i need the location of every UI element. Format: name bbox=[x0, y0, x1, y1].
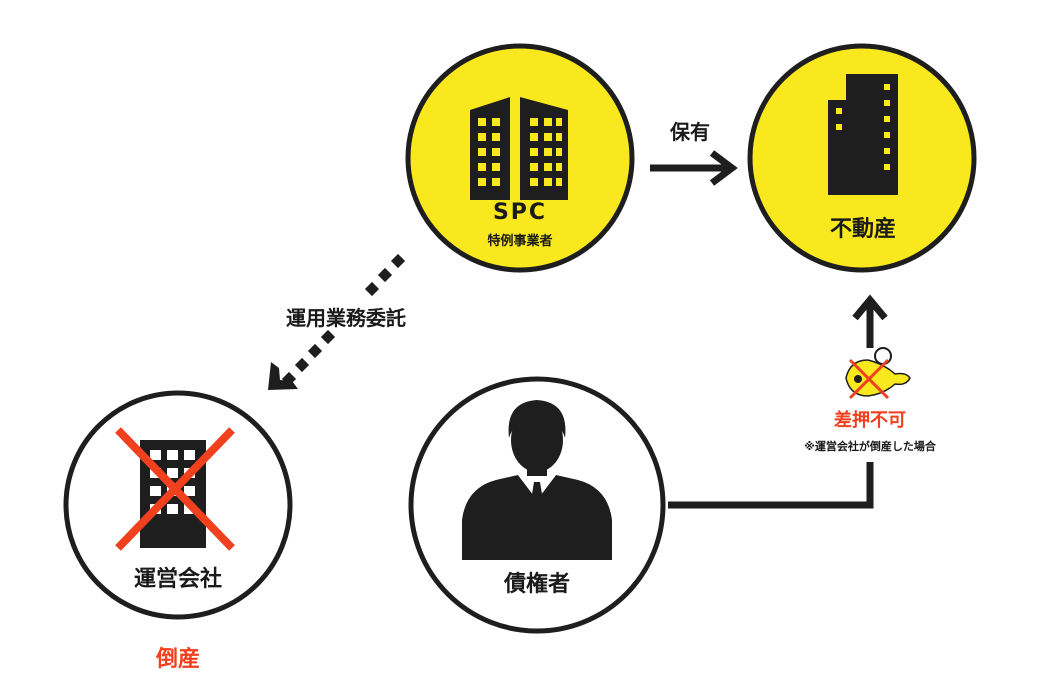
crossed-building-icon bbox=[115, 427, 235, 551]
office-towers-icon bbox=[470, 97, 568, 200]
creditor-node bbox=[408, 376, 666, 634]
edge-spc-to-property bbox=[650, 150, 738, 186]
cross-line-b bbox=[115, 427, 235, 551]
dotted-shaft-lower bbox=[281, 329, 336, 387]
dotted-shaft-upper bbox=[364, 253, 406, 297]
edge-label-delegation: 運用業務委託 bbox=[286, 306, 406, 330]
arrow-head bbox=[852, 294, 888, 321]
operator-label: 運営会社 bbox=[133, 567, 223, 592]
operator-status: 倒産 bbox=[155, 647, 201, 672]
operator-node bbox=[63, 390, 293, 620]
creditor-label: 債権者 bbox=[503, 572, 571, 597]
spc-title: SPC bbox=[492, 200, 548, 225]
edge-label-no-seizure: 差押不可 bbox=[834, 410, 906, 431]
property-label: 不動産 bbox=[829, 217, 897, 242]
arrow-head bbox=[709, 150, 738, 186]
spc-node bbox=[405, 43, 635, 273]
edge-label-hold: 保有 bbox=[670, 120, 710, 144]
businessman-icon bbox=[462, 400, 612, 560]
property-node bbox=[747, 43, 977, 273]
edge-creditor-to-property bbox=[668, 294, 888, 509]
edge-spc-to-operator bbox=[268, 253, 406, 390]
building-icon bbox=[828, 74, 898, 195]
spc-subtitle: 特例事業者 bbox=[487, 234, 553, 249]
edge-note-bankruptcy: ※運営会社が倒産した場合 bbox=[804, 440, 936, 453]
arrow-head bbox=[268, 362, 298, 390]
connector-line bbox=[668, 462, 874, 509]
blocked-key-icon bbox=[845, 347, 911, 400]
